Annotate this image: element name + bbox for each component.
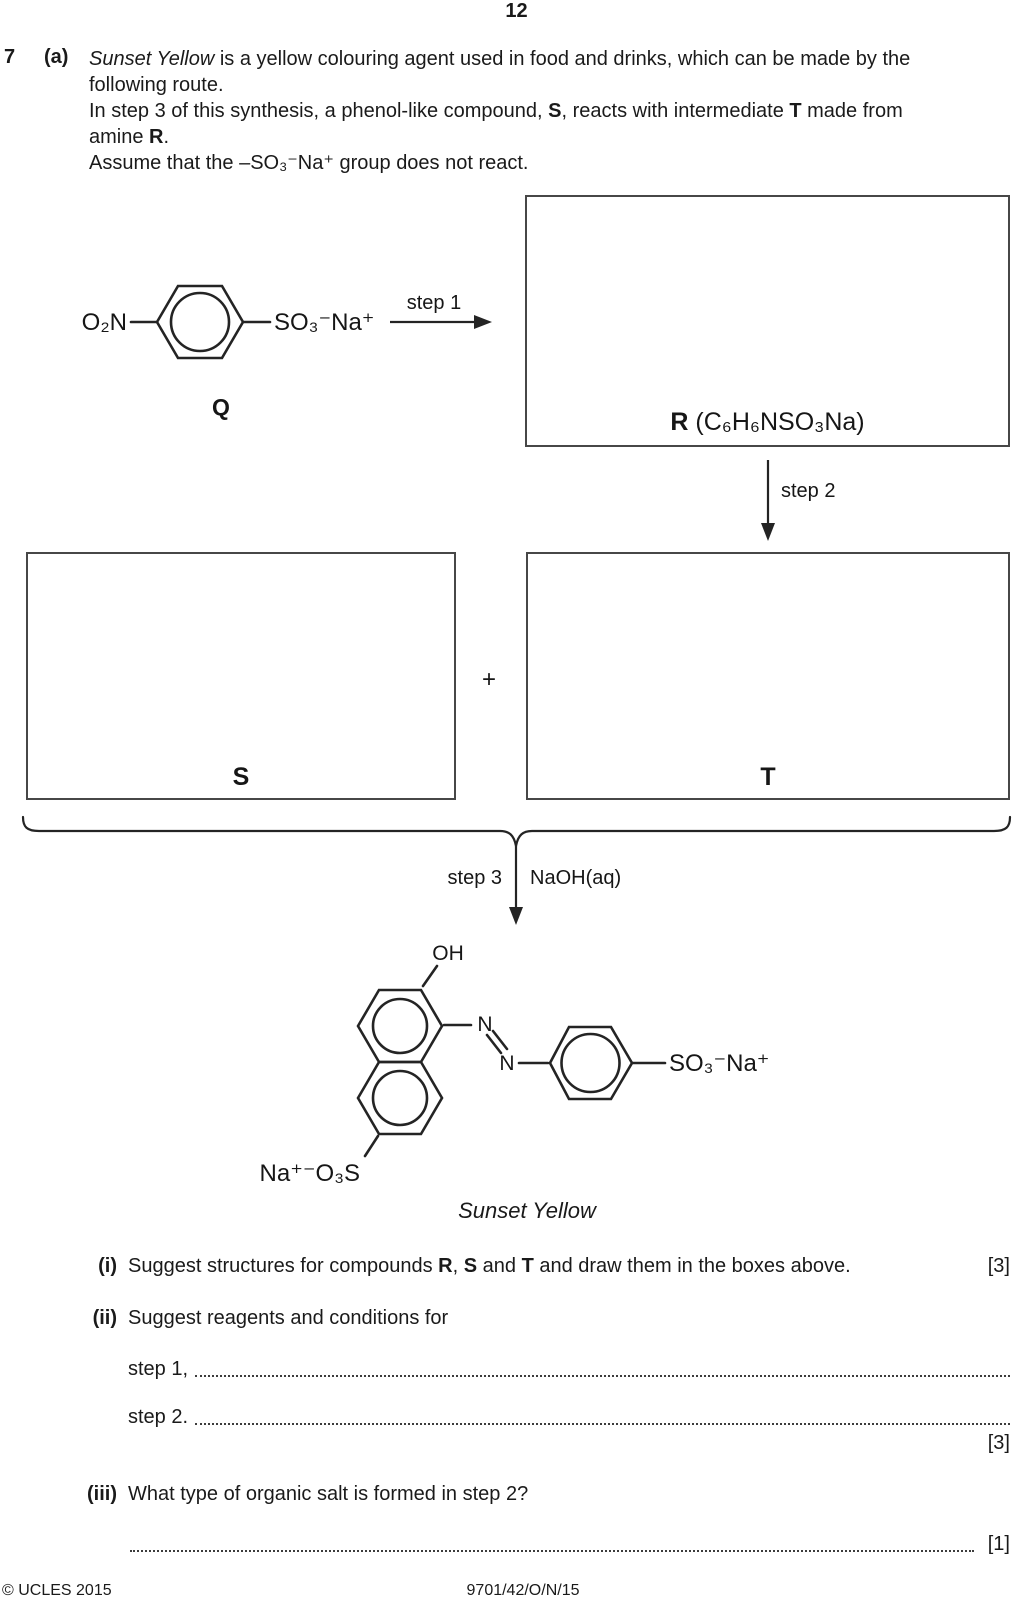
- combining-brace: [21, 815, 1012, 847]
- answer-box-s[interactable]: S: [26, 552, 456, 800]
- arrow-head-right-icon: [474, 315, 492, 329]
- naphthalene-lower-ring: [356, 1060, 444, 1136]
- answer-line[interactable]: [195, 1375, 1010, 1377]
- plus-sign: +: [482, 666, 496, 693]
- intro-line-3: In step 3 of this synthesis, a phenol-li…: [89, 98, 1014, 124]
- question-i-row: (i) Suggest structures for compounds R, …: [0, 1253, 1033, 1279]
- question-i-text-b: and draw them in the boxes above.: [533, 1255, 851, 1277]
- compound-name-italic: Sunset Yellow: [89, 48, 215, 70]
- intro-line-4-period: .: [163, 126, 170, 148]
- compound-r-letter: R: [670, 408, 689, 436]
- question-ii-row: (ii) Suggest reagents and conditions for: [0, 1305, 1033, 1331]
- double-bond-line: [491, 1029, 509, 1051]
- intro-line-2: following route.: [89, 74, 224, 96]
- question-iii-numeral: (iii): [87, 1483, 117, 1505]
- compound-r-formula: (C₆H₆NSO₃Na): [688, 408, 865, 436]
- question-ii-mark-row: [3]: [0, 1430, 1033, 1456]
- azo-nitrogen-upper-label: N: [477, 1013, 492, 1036]
- sunset-yellow-structure: OH N N SO₃⁻Na⁺ Na⁺⁻O₃S: [260, 942, 770, 1187]
- question-intro: Sunset Yellow is a yellow colouring agen…: [89, 46, 1014, 176]
- answer-line[interactable]: [130, 1550, 974, 1552]
- step1-arrow: step 1: [390, 292, 492, 329]
- nitro-group-label: O₂N: [82, 309, 127, 336]
- intro-line-4-text: amine: [89, 126, 150, 148]
- compound-s-letter: S: [232, 763, 250, 791]
- sulfonate-group-label: SO₃⁻Na⁺: [274, 309, 374, 336]
- question-ii-mark: [3]: [987, 1432, 1010, 1454]
- step2-label: step 2: [781, 480, 835, 502]
- step3-label: step 3: [448, 867, 502, 889]
- arrow-head-down-icon: [509, 907, 523, 925]
- comma: ,: [452, 1255, 464, 1277]
- question-iii-row: (iii) What type of organic salt is forme…: [0, 1481, 1033, 1507]
- box-r-label: R (C₆H₆NSO₃Na): [527, 408, 1008, 437]
- intro-line-4: amine R.: [89, 124, 1014, 150]
- step3-reagent-label: NaOH(aq): [530, 867, 621, 889]
- question-iii-text: What type of organic salt is formed in s…: [128, 1483, 529, 1505]
- question-ii-text: Suggest reagents and conditions for: [128, 1307, 449, 1329]
- and-word: and: [477, 1255, 522, 1277]
- intro-line-3-text-a: In step 3 of this synthesis, a phenol-li…: [89, 100, 549, 122]
- intro-line-5: Assume that the –SO₃⁻Na⁺ group does not …: [89, 152, 529, 174]
- benzene-ring: [548, 1025, 634, 1101]
- compound-t-ref: T: [521, 1255, 534, 1277]
- double-bond-line: [485, 1033, 503, 1055]
- product-caption: Sunset Yellow: [458, 1198, 596, 1223]
- naphthalene-upper-ring: [356, 988, 444, 1064]
- intro-line-3-text-b: , reacts with intermediate: [561, 100, 790, 122]
- compound-t-letter: T: [760, 763, 776, 791]
- step1-answer-label: step 1,: [128, 1358, 189, 1380]
- answer-box-t[interactable]: T: [526, 552, 1010, 800]
- sulfonate-group-right-label: SO₃⁻Na⁺: [669, 1050, 769, 1077]
- copyright-notice: © UCLES 2015: [2, 1582, 112, 1599]
- compound-s-ref: S: [463, 1255, 478, 1277]
- intro-line-3-text-c: made from: [801, 100, 903, 122]
- aromatic-circle: [371, 1069, 429, 1127]
- step1-label: step 1: [407, 292, 461, 314]
- compound-r-ref: R: [149, 126, 164, 148]
- aromatic-circle: [560, 1032, 621, 1094]
- question-ii-numeral: (ii): [92, 1307, 117, 1329]
- answer-box-r[interactable]: R (C₆H₆NSO₃Na): [525, 195, 1010, 447]
- question-i-mark: [3]: [987, 1255, 1010, 1277]
- compound-s-ref: S: [548, 100, 562, 122]
- bond: [421, 964, 439, 988]
- step2-arrow: step 2: [761, 460, 835, 541]
- step1-answer-row: step 1,: [128, 1356, 1010, 1382]
- arrow-head-down-icon: [761, 523, 775, 541]
- intro-line-1-text: is a yellow colouring agent used in food…: [214, 48, 911, 70]
- step3-arrow: step 3 NaOH(aq): [448, 846, 621, 925]
- benzene-ring: [155, 284, 245, 360]
- compound-r-ref: R: [438, 1255, 453, 1277]
- intro-line-1: Sunset Yellow is a yellow colouring agen…: [89, 46, 1014, 72]
- aromatic-circle: [169, 291, 231, 353]
- azo-nitrogen-lower-label: N: [499, 1052, 514, 1075]
- paper-code: 9701/42/O/N/15: [466, 1582, 580, 1599]
- page-number: 12: [505, 0, 528, 22]
- compound-q-letter: Q: [212, 394, 230, 420]
- answer-line[interactable]: [195, 1423, 1010, 1425]
- step2-answer-label: step 2.: [128, 1406, 189, 1428]
- question-i-text-a: Suggest structures for compounds: [128, 1255, 439, 1277]
- bond: [363, 1134, 380, 1158]
- aromatic-circle: [371, 997, 429, 1055]
- question-iii-mark: [1]: [987, 1533, 1010, 1555]
- compound-t-ref: T: [789, 100, 802, 122]
- hydroxyl-group-label: OH: [432, 942, 464, 965]
- compound-q-structure: O₂N SO₃⁻Na⁺ Q: [82, 284, 374, 420]
- question-i-numeral: (i): [98, 1255, 117, 1277]
- step2-answer-row: step 2.: [128, 1404, 1010, 1430]
- question-number: 7: [4, 46, 16, 68]
- question-iii-answer-row: [1]: [128, 1531, 1010, 1557]
- question-i-text: Suggest structures for compounds R, S an…: [128, 1253, 851, 1279]
- question-part-label: (a): [44, 46, 69, 68]
- sulfonate-group-left-label: Na⁺⁻O₃S: [260, 1160, 360, 1187]
